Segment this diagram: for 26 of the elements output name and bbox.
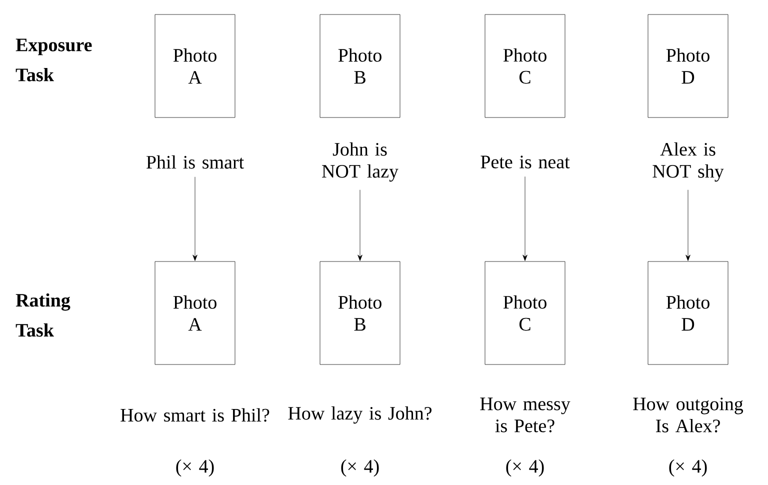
statement-text: Phil is smart [146,155,244,169]
photo-box: Photo D [648,261,728,365]
photo-box: Photo B [320,261,400,365]
repeat-count: (× 4) [176,459,214,477]
task-label: Exposure Task [16,38,92,82]
rating-question: How lazy is John? [288,406,432,424]
arrow [192,176,198,261]
statement-text: John is NOT lazy [322,142,398,182]
rating-question: How messy is Pete? [480,398,570,432]
photo-box: Photo D [648,14,728,118]
photo-box: Photo C [484,261,566,365]
photo-box: Photo B [320,14,400,118]
rating-question: How outgoing Is Alex? [633,398,744,432]
task-label: Rating Task [16,293,70,337]
repeat-count: (× 4) [341,459,379,477]
photo-box: Photo A [154,261,236,365]
repeat-count: (× 4) [669,459,707,477]
photo-box: Photo C [484,14,566,118]
repeat-count: (× 4) [506,459,544,477]
statement-text: Pete is neat [480,156,570,168]
statement-text: Alex is NOT shy [652,142,724,182]
arrow [358,190,362,261]
rating-question: How smart is Phil? [120,408,270,422]
arrow [686,190,690,261]
photo-box: Photo A [154,14,236,118]
arrow [522,176,528,261]
